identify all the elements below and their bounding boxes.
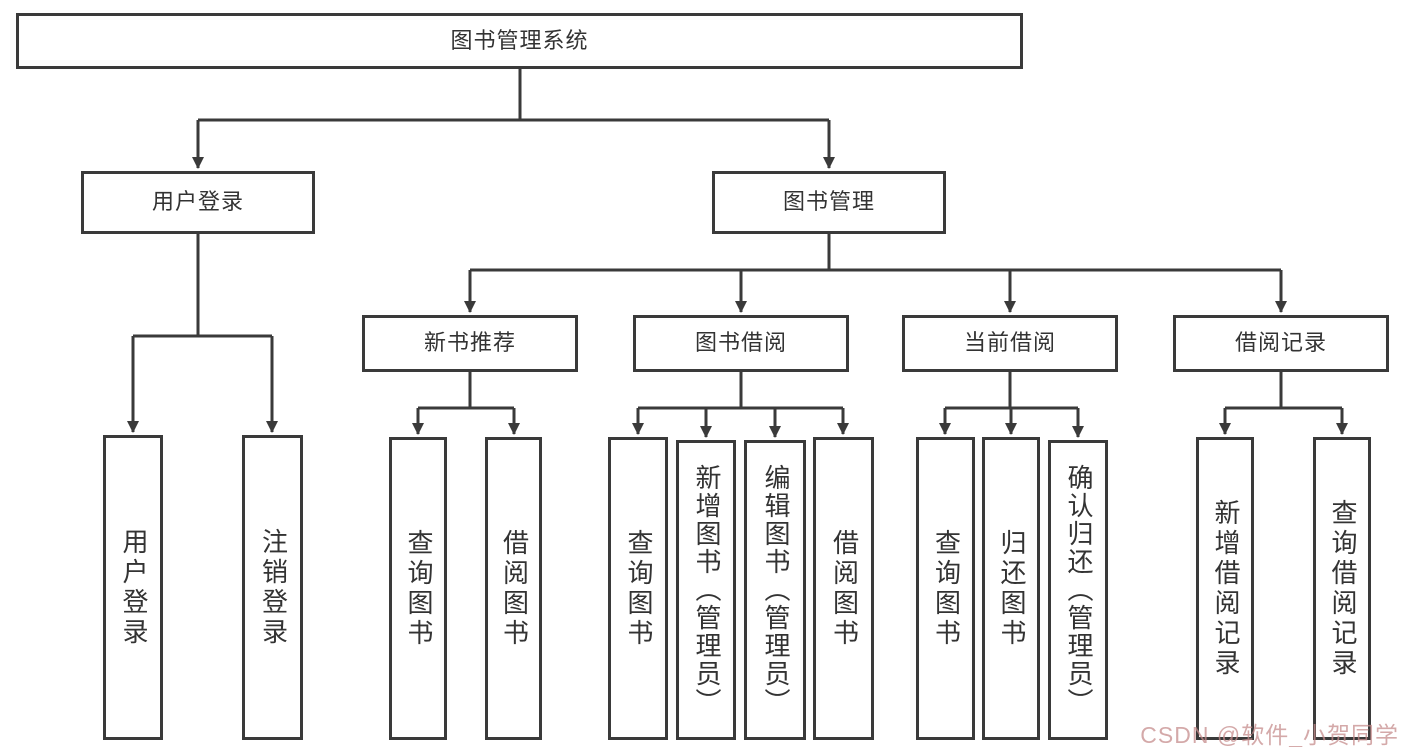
leaf-user-login: 用户登录	[103, 435, 163, 740]
leaf-confirm-return-admin: 确认归还（管理员）	[1048, 440, 1108, 740]
leaf-query-books-2: 查询图书	[608, 437, 668, 740]
leaf-query-books-3: 查询图书	[916, 437, 975, 740]
node-book-management: 图书管理	[712, 171, 946, 234]
leaf-borrow-books-2: 借阅图书	[813, 437, 874, 740]
watermark: CSDN @软件_小贺同学	[1140, 722, 1399, 747]
node-new-book-recommend: 新书推荐	[362, 315, 578, 372]
leaf-logout: 注销登录	[242, 435, 303, 740]
node-book-borrow: 图书借阅	[633, 315, 849, 372]
leaf-query-borrow-record: 查询借阅记录	[1313, 437, 1371, 740]
leaf-add-borrow-record: 新增借阅记录	[1196, 437, 1254, 740]
leaf-borrow-books-1: 借阅图书	[485, 437, 542, 740]
leaf-return-books: 归还图书	[982, 437, 1040, 740]
leaf-edit-books-admin: 编辑图书（管理员）	[744, 440, 806, 740]
node-library-system: 图书管理系统	[16, 13, 1023, 69]
leaf-query-books-1: 查询图书	[389, 437, 447, 740]
leaf-add-books-admin: 新增图书（管理员）	[676, 440, 736, 740]
node-current-borrow: 当前借阅	[902, 315, 1118, 372]
node-borrow-records: 借阅记录	[1173, 315, 1389, 372]
node-user-login: 用户登录	[81, 171, 315, 234]
